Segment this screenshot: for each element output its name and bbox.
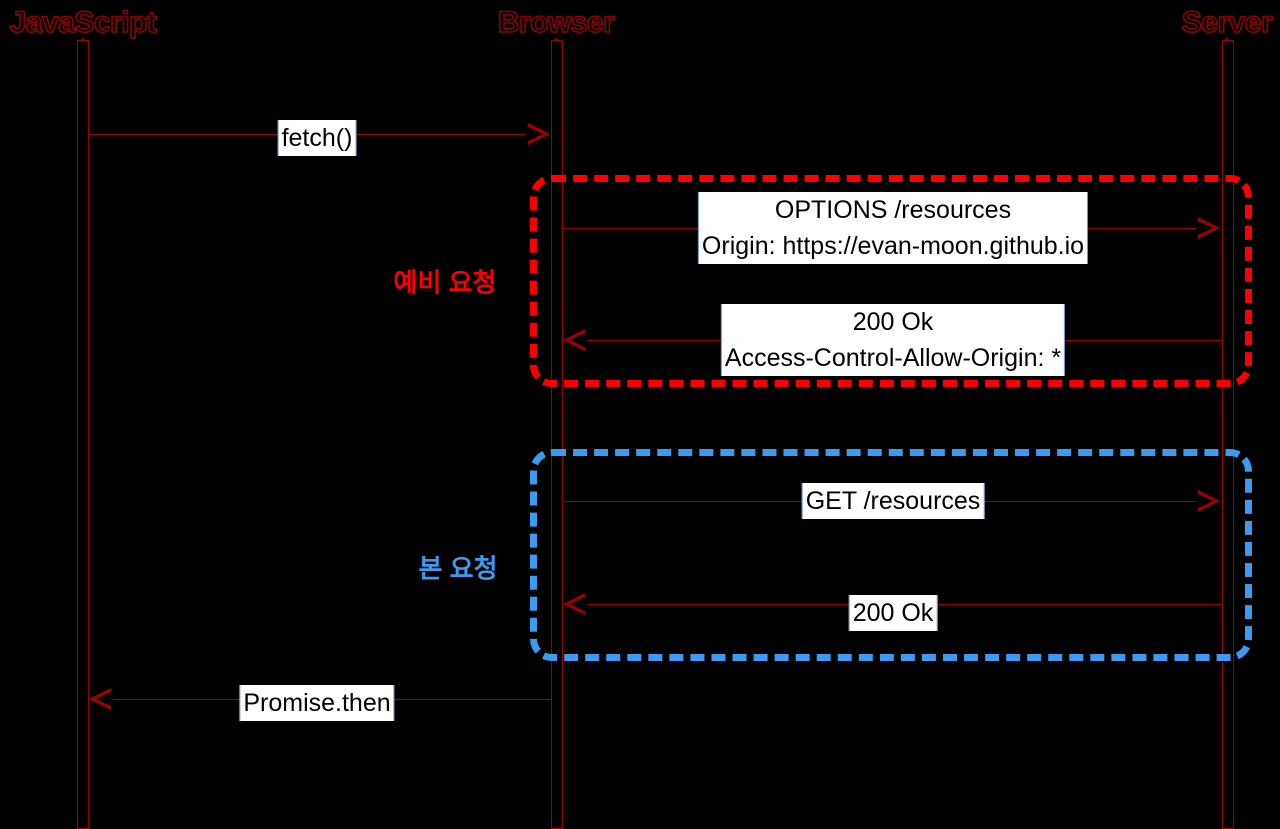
activation-bar-browser bbox=[551, 40, 563, 829]
message-label-main-200: 200 Ok bbox=[848, 595, 938, 631]
message-line-1: 200 Ok bbox=[852, 308, 934, 336]
participant-header-browser: Browser bbox=[497, 5, 616, 40]
message-line-2: Origin: https://evan-moon.github.io bbox=[701, 232, 1085, 260]
arrow-head-get bbox=[1196, 490, 1220, 512]
message-line-1: OPTIONS /resources bbox=[774, 196, 1012, 224]
arrow-head-options bbox=[1196, 217, 1220, 239]
arrow-head-preflight-200 bbox=[563, 329, 587, 351]
group-label-preflight: 예비 요청 bbox=[393, 267, 497, 298]
message-line-1: fetch() bbox=[281, 124, 353, 152]
arrow-head-main-200 bbox=[563, 593, 587, 615]
group-label-main-request: 본 요청 bbox=[418, 553, 498, 584]
message-line-1: GET /resources bbox=[805, 487, 981, 515]
message-label-fetch: fetch() bbox=[277, 120, 357, 156]
group-box-preflight bbox=[530, 175, 1252, 387]
arrow-head-fetch bbox=[526, 123, 550, 145]
group-box-main-request bbox=[530, 449, 1252, 661]
message-label-options: OPTIONS /resources Origin: https://evan-… bbox=[697, 192, 1089, 264]
participant-header-javascript: JavaScript bbox=[9, 5, 158, 40]
message-label-preflight-200: 200 Ok Access-Control-Allow-Origin: * bbox=[720, 304, 1066, 376]
message-line-1: Promise.then bbox=[243, 689, 391, 717]
message-line-2: Access-Control-Allow-Origin: * bbox=[724, 344, 1062, 372]
activation-bar-server bbox=[1222, 40, 1234, 829]
message-line-1: 200 Ok bbox=[852, 599, 934, 627]
arrow-head-promise-then bbox=[89, 688, 113, 710]
activation-bar-javascript bbox=[77, 40, 89, 829]
message-label-get: GET /resources bbox=[801, 483, 985, 519]
participant-header-server: Server bbox=[1181, 5, 1274, 40]
message-label-promise-then: Promise.then bbox=[239, 685, 395, 721]
